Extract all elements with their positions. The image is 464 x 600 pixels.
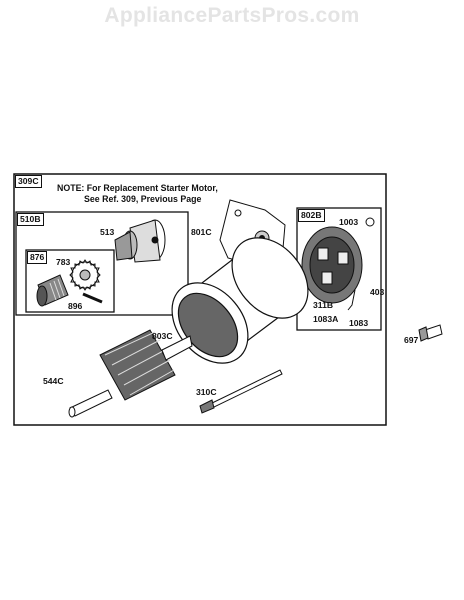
screw-697 [418, 324, 443, 342]
motor-housing-803c [171, 237, 309, 364]
callout-403[interactable]: 403 [370, 287, 385, 297]
through-bolt-310c [199, 369, 283, 414]
drive-assembly-513 [114, 219, 166, 263]
roll-pin-896 [82, 292, 103, 304]
brush-plate-802b [301, 217, 375, 311]
frame-309c [13, 173, 387, 426]
callout-513[interactable]: 513 [100, 227, 115, 237]
callout-801c[interactable]: 801C [191, 227, 212, 237]
frame-510b [15, 211, 189, 316]
callout-802b[interactable]: 802B [298, 209, 325, 222]
armature-544c [68, 329, 193, 418]
callout-1003[interactable]: 1003 [339, 217, 359, 227]
callout-1083a[interactable]: 1083A [313, 314, 339, 324]
callout-309c[interactable]: 309C [15, 175, 42, 188]
callout-896[interactable]: 896 [68, 301, 83, 311]
note-line-1: NOTE: For Replacement Starter Motor, [57, 183, 218, 193]
callout-697[interactable]: 697 [404, 335, 419, 345]
callout-311b[interactable]: 311B [313, 300, 334, 310]
watermark: AppliancePartsPros.com [104, 4, 360, 27]
callout-510b[interactable]: 510B [17, 213, 44, 226]
callout-544c[interactable]: 544C [43, 376, 64, 386]
note-line-2: See Ref. 309, Previous Page [84, 194, 202, 204]
callout-1083[interactable]: 1083 [349, 318, 369, 328]
callout-876[interactable]: 876 [27, 251, 48, 264]
clutch-876 [36, 274, 69, 307]
callout-783[interactable]: 783 [56, 257, 71, 267]
callout-310c[interactable]: 310C [196, 387, 217, 397]
pinion-gear-783 [69, 259, 101, 291]
callout-803c[interactable]: 803C [152, 331, 173, 341]
frame-876 [25, 249, 115, 313]
